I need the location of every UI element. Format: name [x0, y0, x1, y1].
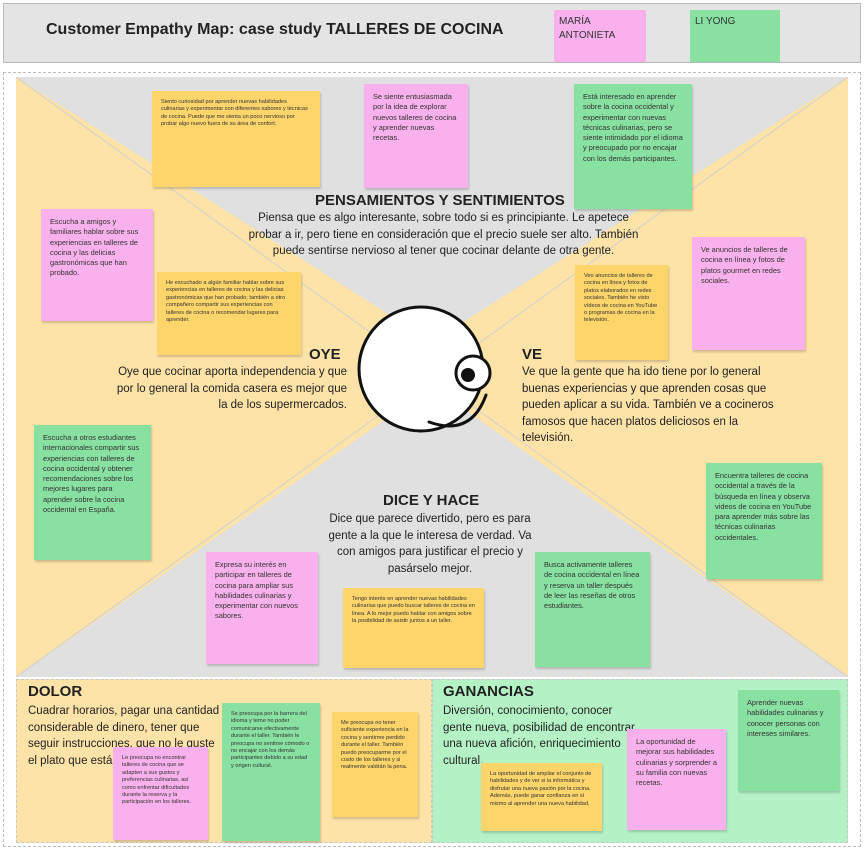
sticky-note[interactable]: Se siente entusiasmada por la idea de ex… — [364, 84, 468, 188]
user-tag-maria[interactable]: MARÍA ANTONIETA — [554, 10, 646, 62]
sticky-note[interactable]: Le preocupa no encontrar talleres de coc… — [113, 747, 208, 840]
section-text-ve: Ve que la gente que ha ido tiene por lo … — [522, 366, 774, 444]
header-bar: Customer Empathy Map: case study TALLERE… — [3, 3, 861, 63]
sticky-note[interactable]: Expresa su interés en participar en tall… — [206, 552, 318, 664]
section-title-ganancias: GANANCIAS — [443, 683, 534, 700]
sticky-note[interactable]: Veo anuncios de talleres de cocina en lí… — [575, 265, 668, 360]
sticky-note[interactable]: Escucha a amigos y familiares hablar sob… — [41, 209, 153, 321]
section-title-dice: DICE Y HACE — [383, 492, 480, 509]
sticky-note[interactable]: Ve anuncios de talleres de cocina en lín… — [692, 237, 805, 350]
sticky-note[interactable]: La oportunidad de mejorar sus habilidade… — [627, 729, 726, 830]
sticky-note[interactable]: La oportunidad de ampliar el conjunto de… — [481, 763, 602, 831]
sticky-note[interactable]: Me preocupa no tener suficiente experien… — [332, 712, 418, 817]
page-title: Customer Empathy Map: case study TALLERE… — [46, 21, 504, 38]
section-title-ve: VE — [522, 346, 543, 363]
section-text-pensamientos: Piensa que es algo interesante, sobre to… — [248, 212, 639, 257]
sticky-note[interactable]: Siento curiosidad por aprender nuevas ha… — [152, 91, 320, 187]
section-title-pensamientos: PENSAMIENTOS Y SENTIMIENTOS — [315, 192, 565, 209]
sticky-note[interactable]: Aprender nuevas habilidades culinarias y… — [738, 690, 839, 791]
sticky-note[interactable]: Se preocupa por la barrera del idioma y … — [222, 703, 320, 841]
section-text-ganancias: Diversión, conocimiento, conocer gente n… — [443, 705, 635, 767]
user-tag-li[interactable]: LI YONG — [690, 10, 780, 62]
face-icon — [357, 305, 492, 433]
section-text-oye: Oye que cocinar aporta independencia y q… — [116, 366, 347, 411]
section-text-dice: Dice que parece divertido, pero es para … — [328, 513, 532, 575]
section-title-dolor: DOLOR — [28, 683, 83, 700]
sticky-note[interactable]: He escuchado a algún familiar hablar sob… — [157, 272, 301, 355]
sticky-note[interactable]: Tengo interés en aprender nuevas habilid… — [343, 588, 484, 668]
sticky-note[interactable]: Busca activamente talleres de cocina occ… — [535, 552, 650, 667]
sticky-note[interactable]: Encuentra talleres de cocina occidental … — [706, 463, 822, 579]
sticky-note[interactable]: Está interesado en aprender sobre la coc… — [574, 84, 692, 209]
section-title-oye: OYE — [309, 346, 341, 363]
sticky-note[interactable]: Escucha a otros estudiantes internaciona… — [34, 425, 151, 560]
